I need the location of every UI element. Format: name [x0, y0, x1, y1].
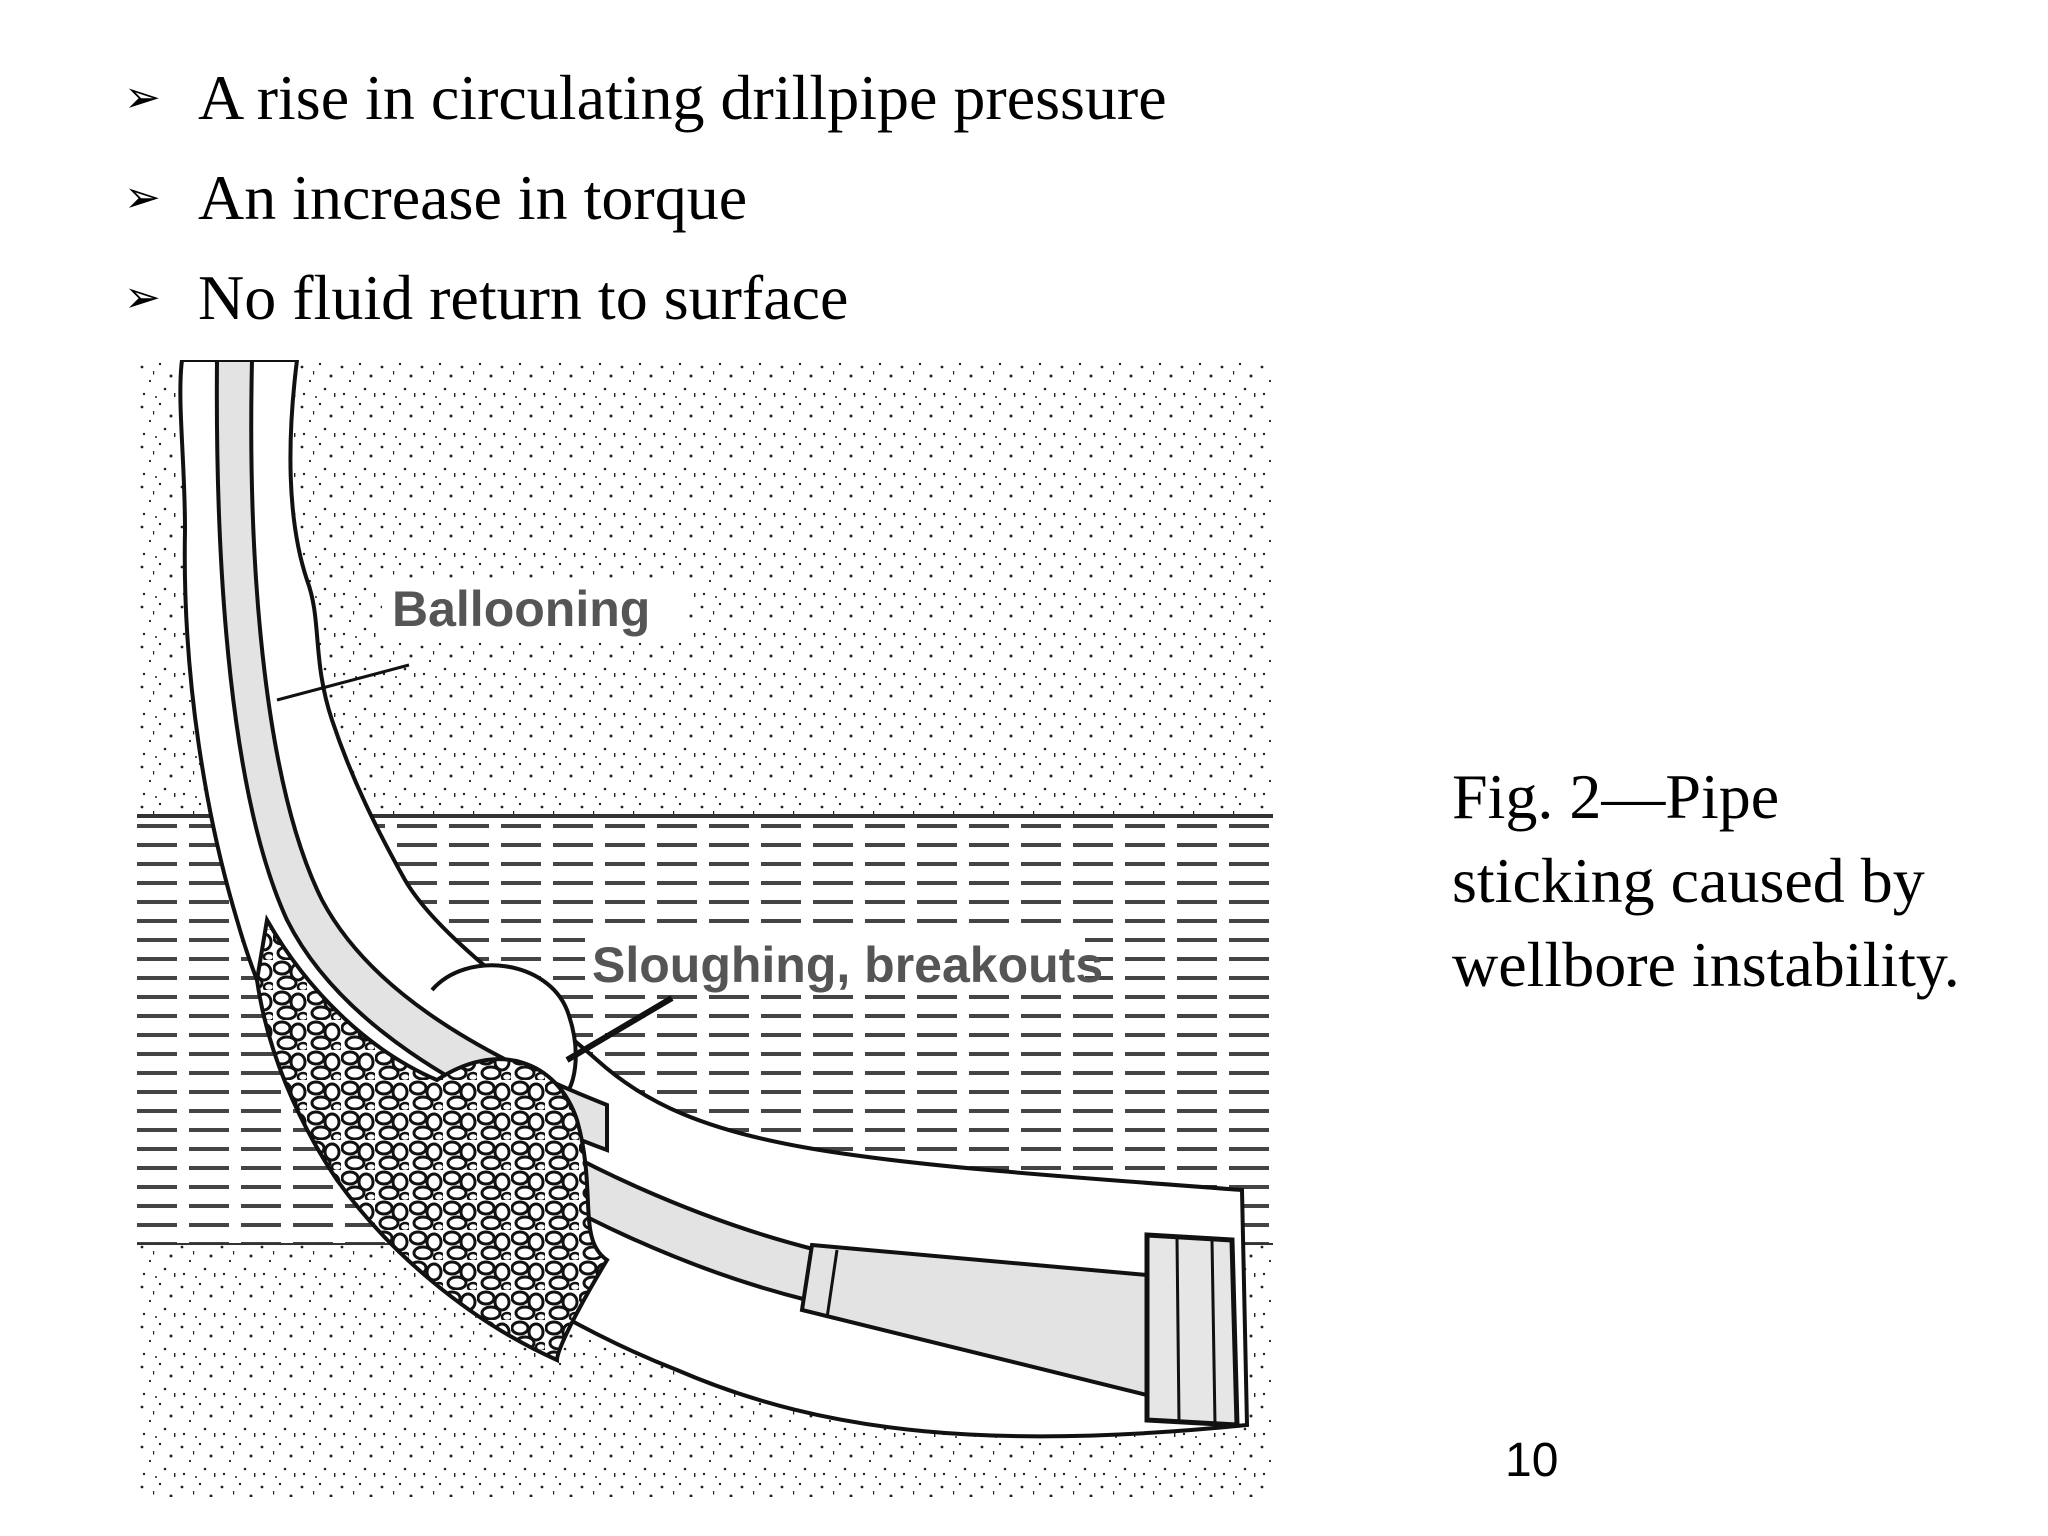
cavings-rubble — [254, 914, 610, 1364]
bullet-text: A rise in circulating drillpipe pressure — [198, 62, 1167, 133]
bullet-text: No fluid return to surface — [198, 262, 849, 333]
ballooning-label: Ballooning — [392, 581, 650, 637]
wellbore-illustration: Ballooning Sloughing, breakouts — [137, 360, 1273, 1497]
arrow-bullet-icon: ➢ — [124, 172, 161, 223]
drill-pipe — [214, 360, 609, 1153]
wellbore-diagram: Ballooning Sloughing, breakouts — [137, 360, 1273, 1497]
bullet-text: An increase in torque — [198, 162, 748, 233]
arrow-bullet-icon: ➢ — [124, 72, 161, 123]
sloughing-leader-line — [565, 995, 674, 1063]
arrow-bullet-icon: ➢ — [124, 272, 161, 323]
page-number: 10 — [1505, 1434, 1559, 1487]
sloughing-label: Sloughing, breakouts — [592, 937, 1103, 993]
bullet-item: ➢ An increase in torque — [124, 148, 1167, 248]
figure-caption: Fig. 2—Pipe sticking caused by wellbore … — [1452, 761, 1960, 1000]
bullet-item: ➢ A rise in circulating drillpipe pressu… — [124, 48, 1167, 148]
drill-bit — [1144, 1232, 1240, 1428]
bullet-list: ➢ A rise in circulating drillpipe pressu… — [124, 48, 1167, 348]
bullet-item: ➢ No fluid return to surface — [124, 248, 1167, 348]
ballooning-leader-line — [276, 663, 410, 702]
